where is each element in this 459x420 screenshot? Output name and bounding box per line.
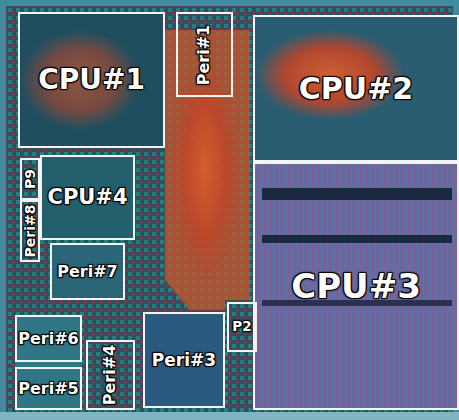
die-region-box: Peri#3 [143, 312, 225, 408]
die-region-box: Peri#6 [15, 315, 82, 362]
region-label: P9 [23, 169, 37, 189]
die-region-box: Peri#4 [86, 340, 135, 410]
region-label: Peri#4 [103, 345, 119, 406]
die-region-box: Peri#5 [15, 367, 82, 410]
die-region-box: CPU#3 [253, 162, 459, 410]
region-label: CPU#3 [291, 269, 421, 303]
region-label: Peri#1 [197, 24, 213, 85]
region-label: Peri#7 [57, 264, 118, 280]
region-label: CPU#1 [38, 66, 145, 94]
die-region-box: P9 [20, 158, 40, 200]
die-region-box: P2 [227, 302, 257, 352]
region-label: P2 [232, 320, 251, 334]
region-label: CPU#4 [47, 187, 127, 208]
die-region-box: CPU#1 [18, 12, 165, 148]
die-region-box: CPU#2 [253, 15, 459, 162]
region-label: Peri#8 [23, 205, 37, 258]
region-label: CPU#2 [299, 74, 413, 104]
region-label: Peri#3 [152, 352, 216, 369]
die-region-box: Peri#7 [50, 243, 125, 300]
region-label: Peri#5 [18, 381, 79, 397]
die-region-box: Peri#8 [20, 200, 40, 262]
region-label: Peri#6 [18, 331, 79, 347]
die-region-box: Peri#1 [176, 12, 233, 97]
die-region-box: CPU#4 [40, 155, 135, 240]
